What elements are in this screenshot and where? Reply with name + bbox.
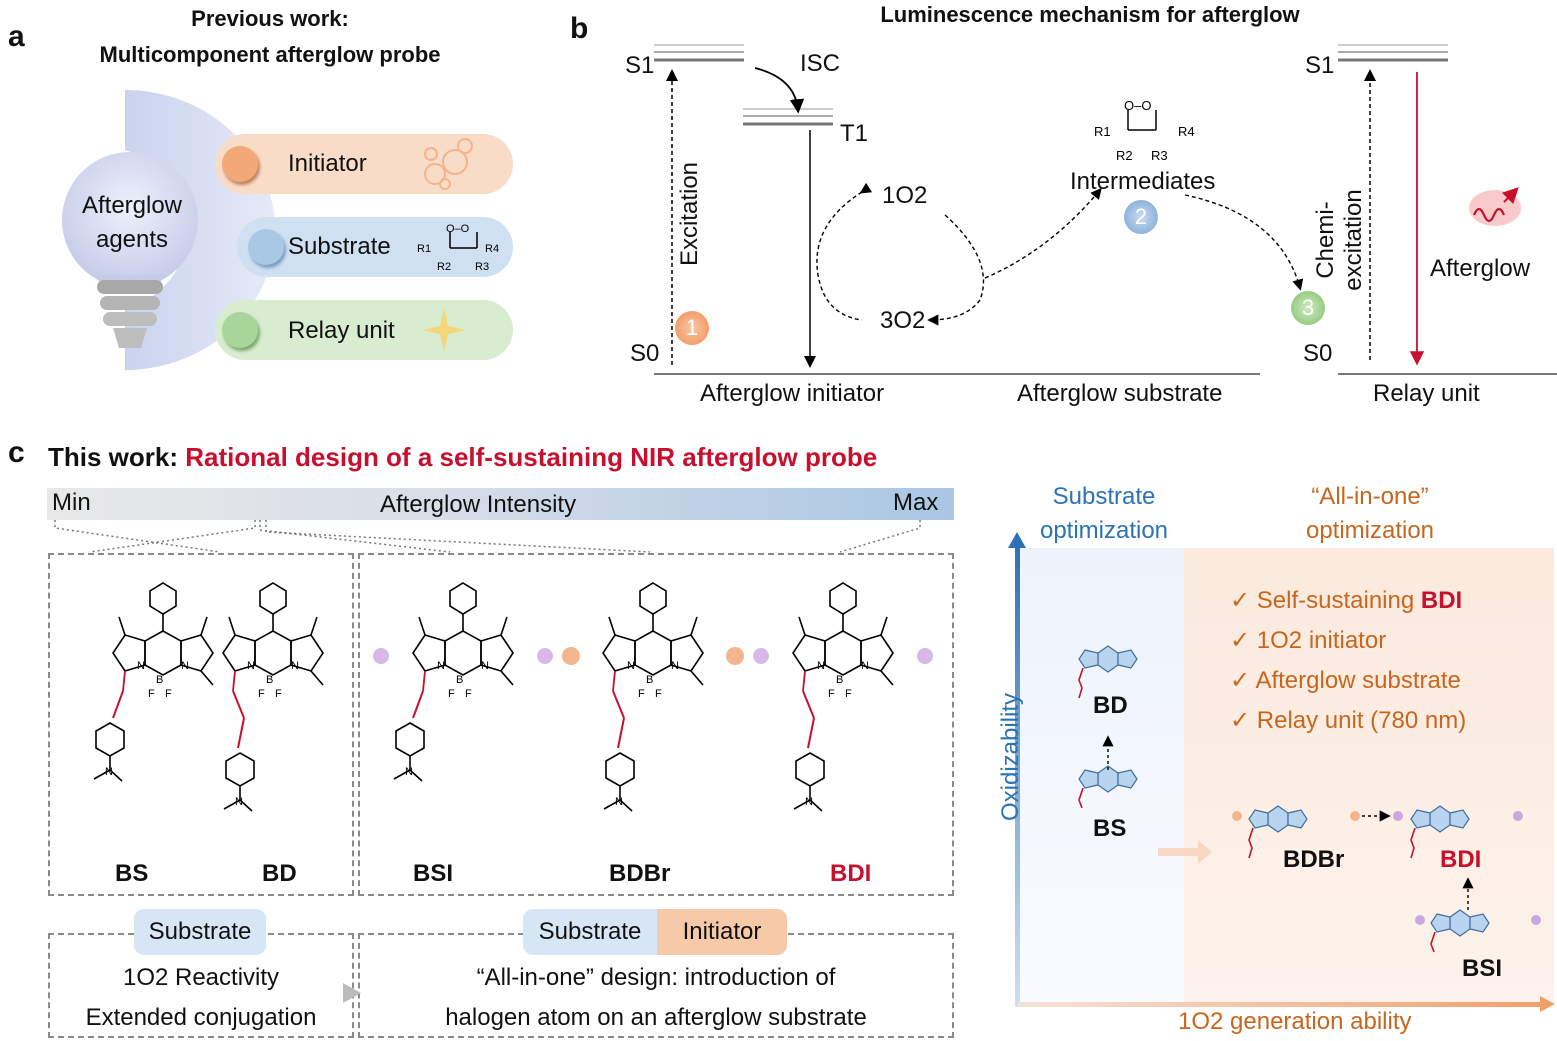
initiator-pill [215,134,513,194]
x-axis [1018,1002,1544,1007]
substrate-opt-title-1: Substrate [1052,483,1156,510]
check-item-1: ✓ Self-sustaining BDI [1230,587,1463,614]
panel-a-title-1: Previous work: [191,6,349,31]
svg-text:R1: R1 [1094,124,1111,139]
check-text-4: Relay unit (780 nm) [1256,707,1467,734]
footer-relay: Relay unit [1373,380,1480,407]
panel-b-title: Luminescence mechanism for afterglow [880,2,1300,27]
allinone-opt-title-1: “All-in-one” [1311,483,1429,510]
check-item-3: ✓ Afterglow substrate [1230,667,1461,694]
s0-left-label: S0 [630,340,660,367]
compound-bsi: BSI [413,860,454,887]
substrate-dot [248,229,284,265]
excitation-label: Excitation [676,161,703,267]
x-axis-arrowhead [1540,996,1555,1012]
sparkle-icon [422,308,466,352]
y-axis-arrowhead [1008,532,1026,548]
dioxetane-structure-icon: O–O R1 R4 R2 R3 [417,223,499,273]
intensity-label: Afterglow Intensity [380,491,577,518]
bulb-label-2: agents [95,226,169,253]
s1-right-label: S1 [1305,52,1335,79]
point-bdi: BDI [1440,846,1482,873]
check-text-2: 1O2 initiator [1256,627,1387,654]
step-2-badge: 2 [1134,204,1148,229]
intensity-max: Max [893,489,939,516]
panel-a-label: a [8,20,25,53]
left-substrate-tag: Substrate [134,909,266,955]
intensity-min: Min [52,489,91,516]
s0-right-label: S0 [1303,340,1333,367]
point-bdbr: BDBr [1283,846,1345,873]
compound-bd: BD [262,860,297,887]
flow-arrow [343,983,361,1003]
t1-label: T1 [840,120,869,147]
singlet-o2-label: 1O2 [882,182,928,209]
relay-dot [222,312,258,348]
footer-substrate: Afterglow substrate [1017,380,1223,407]
point-bd: BD [1093,692,1128,719]
bubbles-icon [424,138,473,190]
intensity-bar [47,488,954,520]
substrate-opt-title-2: optimization [1039,517,1169,544]
left-text-1: 1O2 Reactivity [122,964,280,991]
step-1-badge: 1 [685,315,699,340]
check-text-3: Afterglow substrate [1255,667,1461,694]
jablonski-diagram: O–O R1 R4 R2 R3 [654,44,1557,375]
svg-text:O–O: O–O [1124,98,1151,113]
y-axis [1015,545,1020,1007]
intensity-connectors [54,520,921,553]
right-initiator-tag: Initiator [657,909,787,955]
y-axis-label: Oxidizability [997,692,1024,822]
check-item-2: ✓ 1O2 initiator [1230,627,1387,654]
afterglow-emission-label: Afterglow [1430,255,1531,282]
right-text-1: “All-in-one” design: introduction of [476,964,836,991]
panel-c-label: c [8,436,25,469]
panel-c-title-prefix: This work: [48,442,179,472]
check-bdi: BDI [1420,587,1463,614]
x-axis-label: 1O2 generation ability [1178,1008,1412,1035]
panel-c-title-highlight: Rational design of a self-sustaining NIR… [185,442,878,472]
svg-text:R2: R2 [437,261,451,273]
initiator-label: Initiator [288,150,367,177]
svg-text:O–O: O–O [446,223,470,235]
initiator-dot [222,146,258,182]
right-text-2: halogen atom on an afterglow substrate [445,1004,867,1031]
left-text-2: Extended conjugation [85,1004,317,1031]
panel-c-title: This work: Rational design of a self-sus… [48,442,877,473]
step-3-badge: 3 [1301,295,1315,320]
compound-bs: BS [115,860,149,887]
chemi-excitation-label: Chemi-excitation [1312,189,1367,291]
check-item-4: ✓ Relay unit (780 nm) [1230,707,1467,734]
point-bsi: BSI [1462,955,1503,982]
svg-text:R4: R4 [1178,124,1195,139]
intermediates-label: Intermediates [1070,168,1216,195]
panel-a-title-2: Multicomponent afterglow probe [99,42,441,67]
relay-label: Relay unit [288,317,395,344]
svg-text:R1: R1 [417,243,431,255]
compound-bdbr: BDBr [609,860,671,887]
panel-b-label: b [570,12,589,45]
structures-box-left [48,553,354,896]
point-bs: BS [1093,815,1127,842]
triplet-o2-label: 3O2 [880,307,926,334]
compound-bdi: BDI [830,860,872,887]
svg-text:R4: R4 [485,243,499,255]
right-substrate-tag: Substrate [523,909,657,955]
s1-left-label: S1 [625,52,655,79]
isc-label: ISC [800,50,841,77]
molecular-structures: B FF NN N [93,582,933,812]
svg-text:R3: R3 [1151,148,1168,163]
optimization-molecules [1078,645,1541,953]
check-text-1: Self-sustaining [1256,587,1421,614]
footer-initiator: Afterglow initiator [700,380,885,407]
allinone-opt-title-2: optimization [1305,517,1435,544]
structures-box-right [358,553,954,896]
allinone-opt-region [1184,548,1554,1006]
substrate-label: Substrate [288,233,391,260]
bulb-label-1: Afterglow [81,192,183,219]
svg-text:R2: R2 [1116,148,1133,163]
svg-text:R3: R3 [475,261,489,273]
